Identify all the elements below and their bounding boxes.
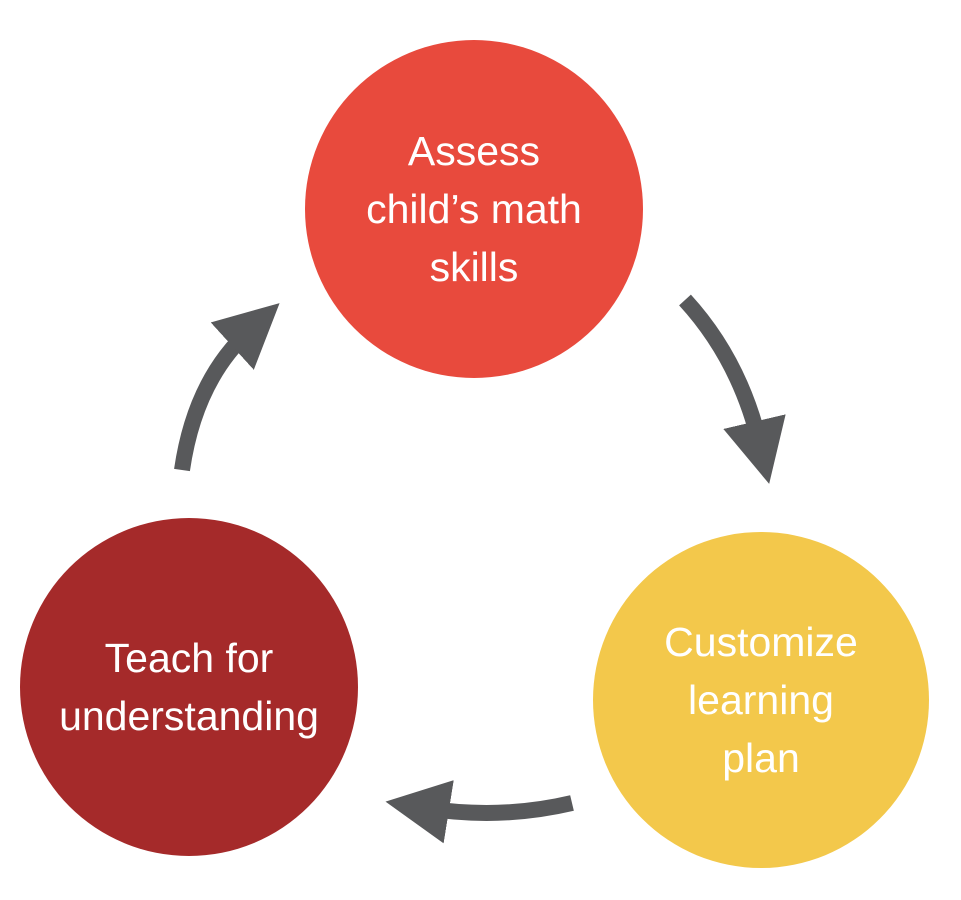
node-line: Teach for [104, 635, 274, 681]
node-line: child’s math [366, 186, 582, 232]
node-line: plan [722, 735, 800, 781]
node-line: skills [429, 244, 519, 290]
node-line: Customize [664, 619, 858, 665]
node-line: learning [688, 677, 834, 723]
node-teach: Teach for understanding [20, 518, 358, 856]
arrow-teach-to-assess [174, 303, 280, 472]
node-customize: Customize learning plan [593, 532, 929, 868]
arrow-customize-to-teach [385, 780, 574, 844]
node-assess: Assess child’s math skills [305, 40, 643, 378]
node-line: Assess [407, 128, 541, 174]
node-line: understanding [59, 693, 319, 739]
arrow-assess-to-customize [679, 294, 786, 484]
